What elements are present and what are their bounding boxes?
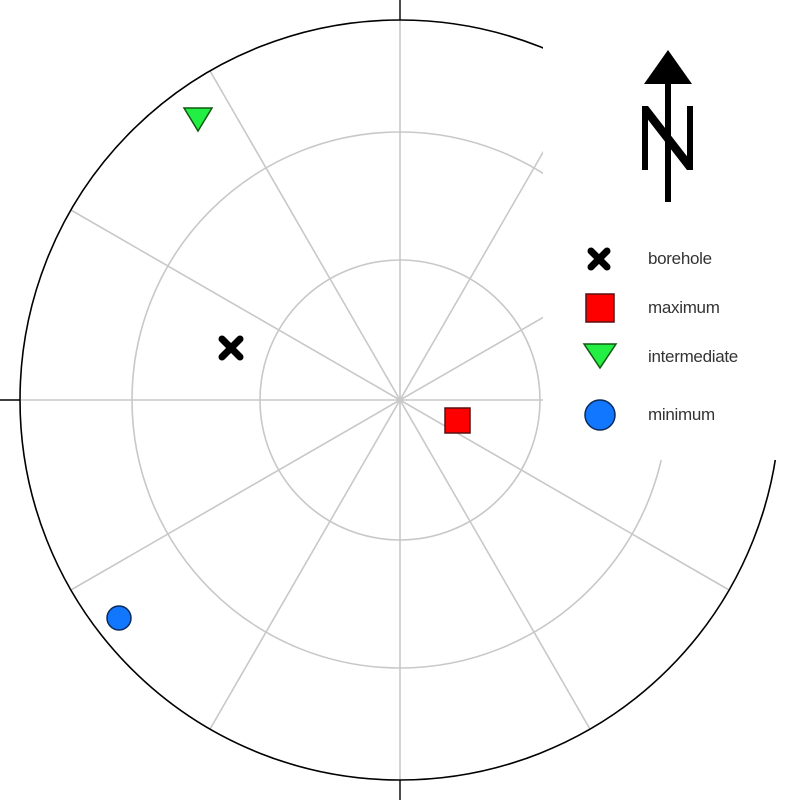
down-triangle-icon — [582, 343, 618, 370]
data-points — [106, 107, 471, 631]
borehole-marker — [218, 335, 244, 361]
svg-text:N: N — [640, 50, 652, 54]
radial-line-150 — [209, 70, 591, 730]
north-arrow-icon: N — [640, 50, 693, 202]
minimum-marker — [106, 605, 132, 631]
legend-label: maximum — [648, 298, 720, 317]
square-icon — [585, 293, 615, 323]
legend-label: intermediate — [648, 347, 738, 366]
intermediate-marker — [182, 107, 214, 133]
x-cross-icon — [587, 247, 611, 271]
legend-label: borehole — [648, 249, 712, 268]
legend-item-maximum: maximum — [580, 289, 800, 329]
legend-item-intermediate: intermediate — [580, 338, 800, 378]
maximum-marker — [444, 407, 471, 434]
legend-item-borehole: borehole — [580, 240, 800, 280]
legend-label: minimum — [648, 405, 715, 424]
grid — [20, 20, 780, 780]
legend-item-minimum: minimum — [580, 396, 800, 436]
circle-icon — [584, 399, 616, 431]
